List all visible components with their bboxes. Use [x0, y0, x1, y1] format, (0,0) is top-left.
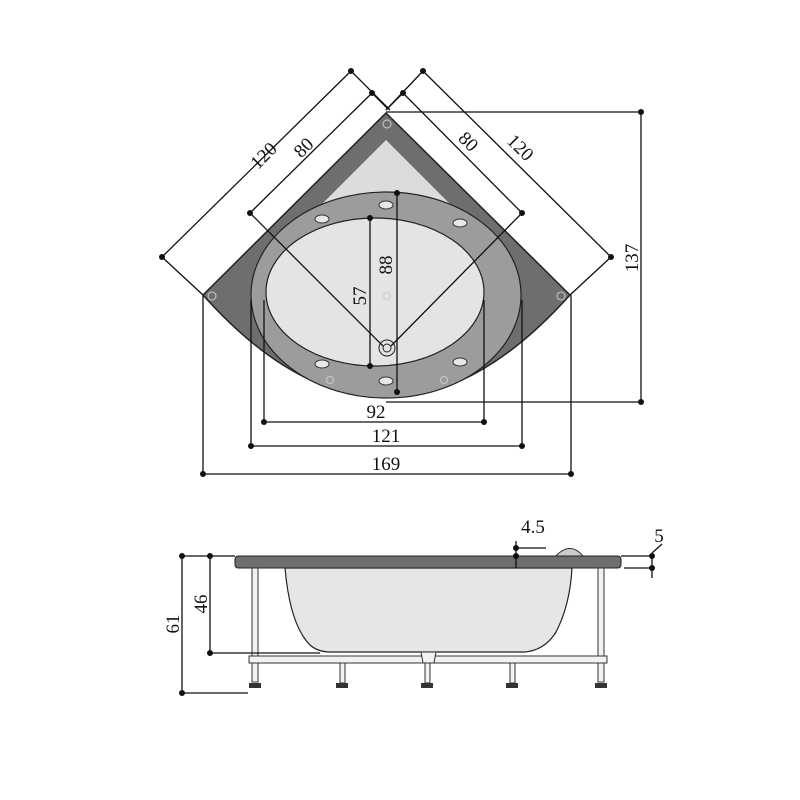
jet-icons [314, 200, 468, 386]
top-dimension-dots [159, 68, 644, 477]
dim-right-outer: 120 [502, 131, 537, 166]
tub-rim [234, 555, 622, 569]
dim-inner-depth: 57 [350, 287, 371, 306]
screw-icons [207, 119, 566, 384]
dim-total-width: 169 [372, 454, 401, 475]
tub-basin [284, 567, 573, 653]
dim-outer-depth: 88 [376, 256, 397, 275]
inner-basin [265, 217, 485, 367]
drain-icon [378, 339, 396, 357]
dim-right-inner: 80 [454, 128, 482, 156]
top-dimension-lines [161, 70, 642, 475]
dim-left-inner: 80 [290, 134, 318, 162]
top-view [201, 111, 572, 399]
dim-inner-width: 92 [367, 402, 386, 423]
dim-mid-width: 121 [372, 426, 401, 447]
dim-headrest: 4.5 [521, 517, 545, 538]
side-dimension-dots [179, 545, 655, 696]
dim-total-height: 61 [163, 615, 184, 634]
dim-rim: 5 [654, 526, 664, 547]
frame [248, 567, 608, 684]
side-dimension-labels: 61 46 4.5 5 [163, 517, 664, 634]
side-view [234, 548, 622, 688]
feet [249, 683, 607, 688]
dim-tub-height: 46 [191, 595, 212, 614]
dim-depth-total: 137 [622, 244, 643, 273]
